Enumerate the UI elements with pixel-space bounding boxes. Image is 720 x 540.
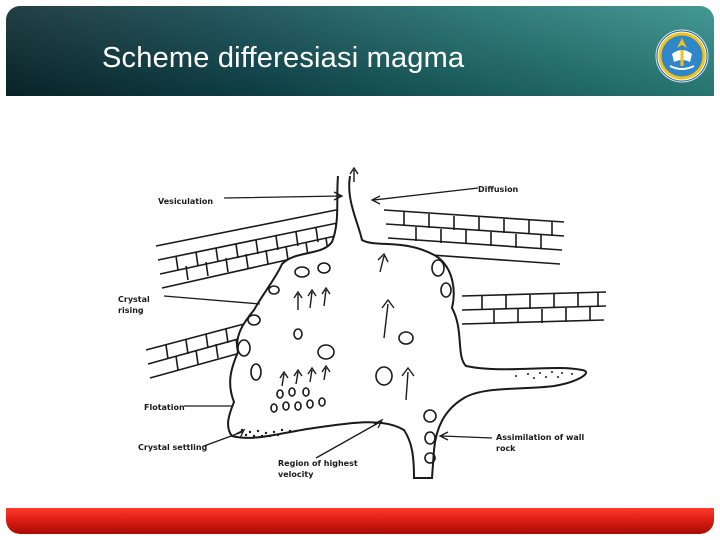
label-crystal-settling: Crystal settling bbox=[138, 443, 208, 452]
label-region-1: Region of highest bbox=[278, 459, 358, 468]
slide-header: Scheme differesiasi magma bbox=[6, 6, 714, 96]
label-flotation: Flotation bbox=[144, 403, 185, 412]
label-assimilation-1: Assimilation of wall bbox=[496, 433, 585, 442]
magma-chamber-outline bbox=[227, 175, 588, 479]
settled-crystals bbox=[240, 428, 292, 438]
crystal-ovals bbox=[237, 259, 452, 464]
label-diffusion: Diffusion bbox=[478, 185, 519, 194]
dike-stipple bbox=[515, 371, 573, 379]
tut-wuri-handayani-emblem-icon bbox=[655, 29, 709, 83]
slide-title: Scheme differesiasi magma bbox=[102, 42, 465, 74]
wall-rock-strata bbox=[145, 207, 607, 379]
rising-arrows bbox=[279, 166, 415, 401]
slide-footer-bar bbox=[6, 508, 714, 534]
header-gloss bbox=[6, 6, 714, 96]
label-crystal-rising-1: Crystal bbox=[118, 295, 150, 304]
label-crystal-rising-2: rising bbox=[118, 306, 144, 315]
label-region-2: velocity bbox=[278, 470, 314, 479]
label-assimilation-2: rock bbox=[496, 444, 516, 453]
magma-differentiation-diagram: Vesiculation Diffusion Crystal rising Fl… bbox=[118, 166, 607, 479]
leader-lines bbox=[163, 187, 493, 459]
label-vesiculation: Vesiculation bbox=[158, 197, 213, 206]
